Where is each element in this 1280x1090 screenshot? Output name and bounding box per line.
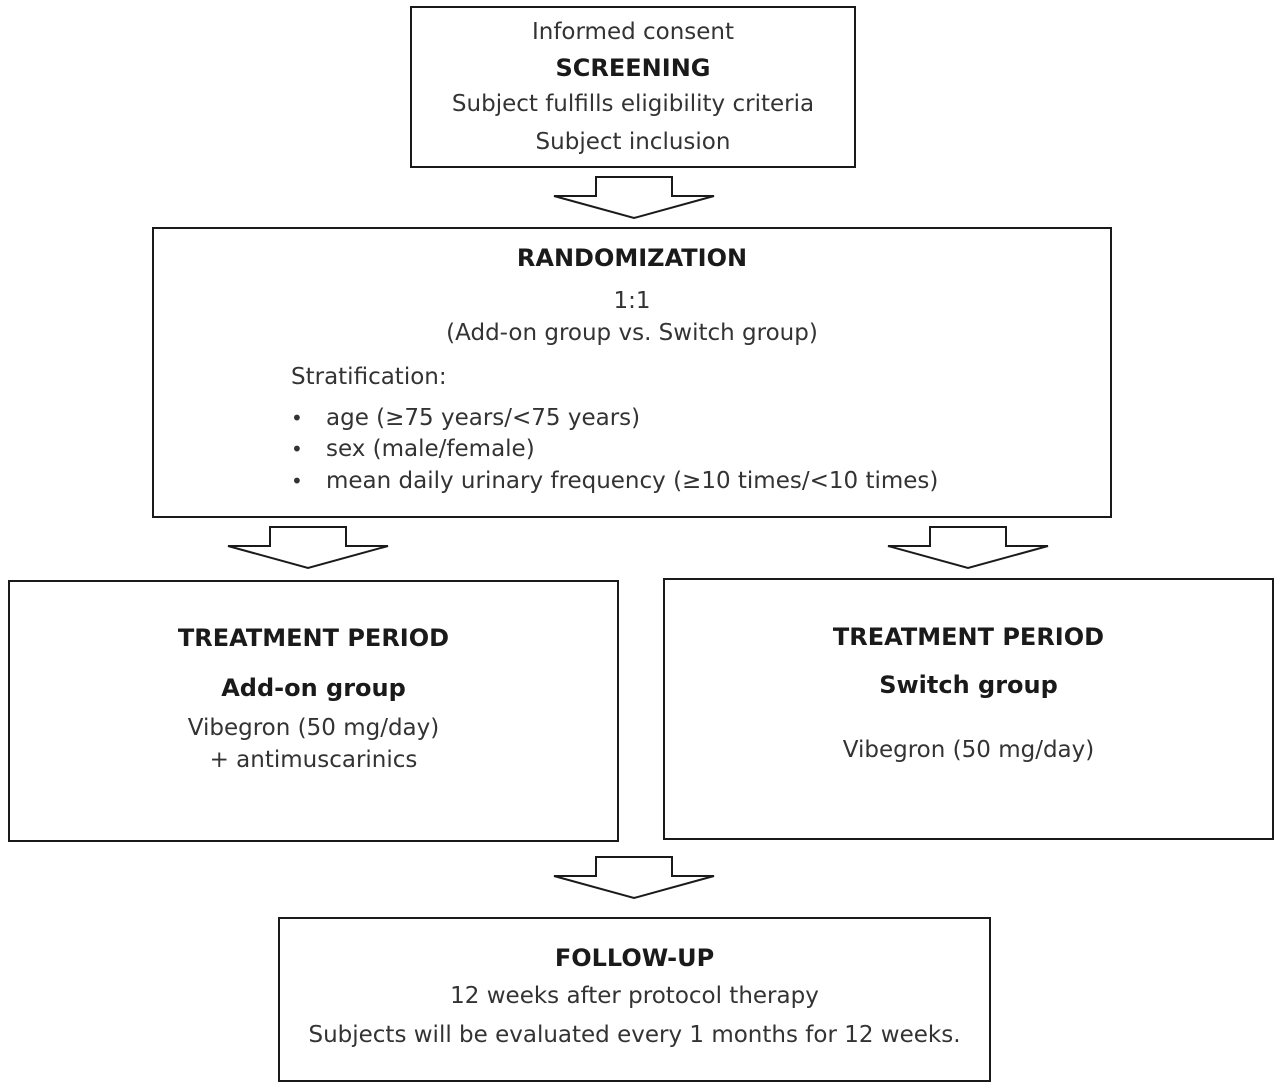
followup-title: FOLLOW-UP bbox=[554, 944, 715, 972]
treatment-switch-group: Switch group bbox=[879, 671, 1058, 699]
stratification-item-age: age (≥75 years/<75 years) bbox=[326, 405, 641, 431]
randomization-title: RANDOMIZATION bbox=[516, 244, 748, 272]
down-arrow-icon bbox=[553, 176, 715, 220]
followup-evaluation: Subjects will be evaluated every 1 month… bbox=[308, 1022, 961, 1048]
screening-box: Informed consent SCREENING Subject fulfi… bbox=[410, 6, 856, 168]
treatment-addon-drug-extra: + antimuscarinics bbox=[209, 747, 418, 773]
stratification-label: Stratification: bbox=[291, 364, 447, 390]
treatment-switch-title: TREATMENT PERIOD bbox=[832, 623, 1105, 651]
down-arrow-icon bbox=[227, 526, 389, 570]
randomization-ratio: 1:1 bbox=[613, 288, 651, 314]
treatment-addon-group: Add-on group bbox=[221, 674, 406, 702]
randomization-groups: (Add-on group vs. Switch group) bbox=[446, 320, 818, 346]
stratification-item-sex: sex (male/female) bbox=[326, 436, 535, 462]
bullet-icon: • bbox=[291, 437, 303, 461]
down-arrow-icon bbox=[887, 526, 1049, 570]
screening-inclusion: Subject inclusion bbox=[535, 129, 731, 155]
followup-box: FOLLOW-UP 12 weeks after protocol therap… bbox=[278, 917, 991, 1082]
stratification-item-frequency: mean daily urinary frequency (≥10 times/… bbox=[326, 468, 939, 494]
treatment-switch-box: TREATMENT PERIOD Switch group Vibegron (… bbox=[663, 578, 1274, 840]
randomization-box: RANDOMIZATION 1:1 (Add-on group vs. Swit… bbox=[152, 227, 1112, 518]
treatment-addon-title: TREATMENT PERIOD bbox=[177, 624, 450, 652]
bullet-icon: • bbox=[291, 406, 303, 430]
treatment-addon-drug: Vibegron (50 mg/day) bbox=[187, 715, 440, 741]
screening-informed-consent: Informed consent bbox=[531, 19, 735, 45]
treatment-addon-box: TREATMENT PERIOD Add-on group Vibegron (… bbox=[8, 580, 619, 842]
screening-eligibility: Subject fulfills eligibility criteria bbox=[451, 91, 815, 117]
treatment-switch-drug: Vibegron (50 mg/day) bbox=[842, 737, 1095, 763]
bullet-icon: • bbox=[291, 469, 303, 493]
screening-title: SCREENING bbox=[555, 54, 711, 82]
down-arrow-icon bbox=[553, 856, 715, 900]
followup-duration: 12 weeks after protocol therapy bbox=[450, 983, 819, 1009]
